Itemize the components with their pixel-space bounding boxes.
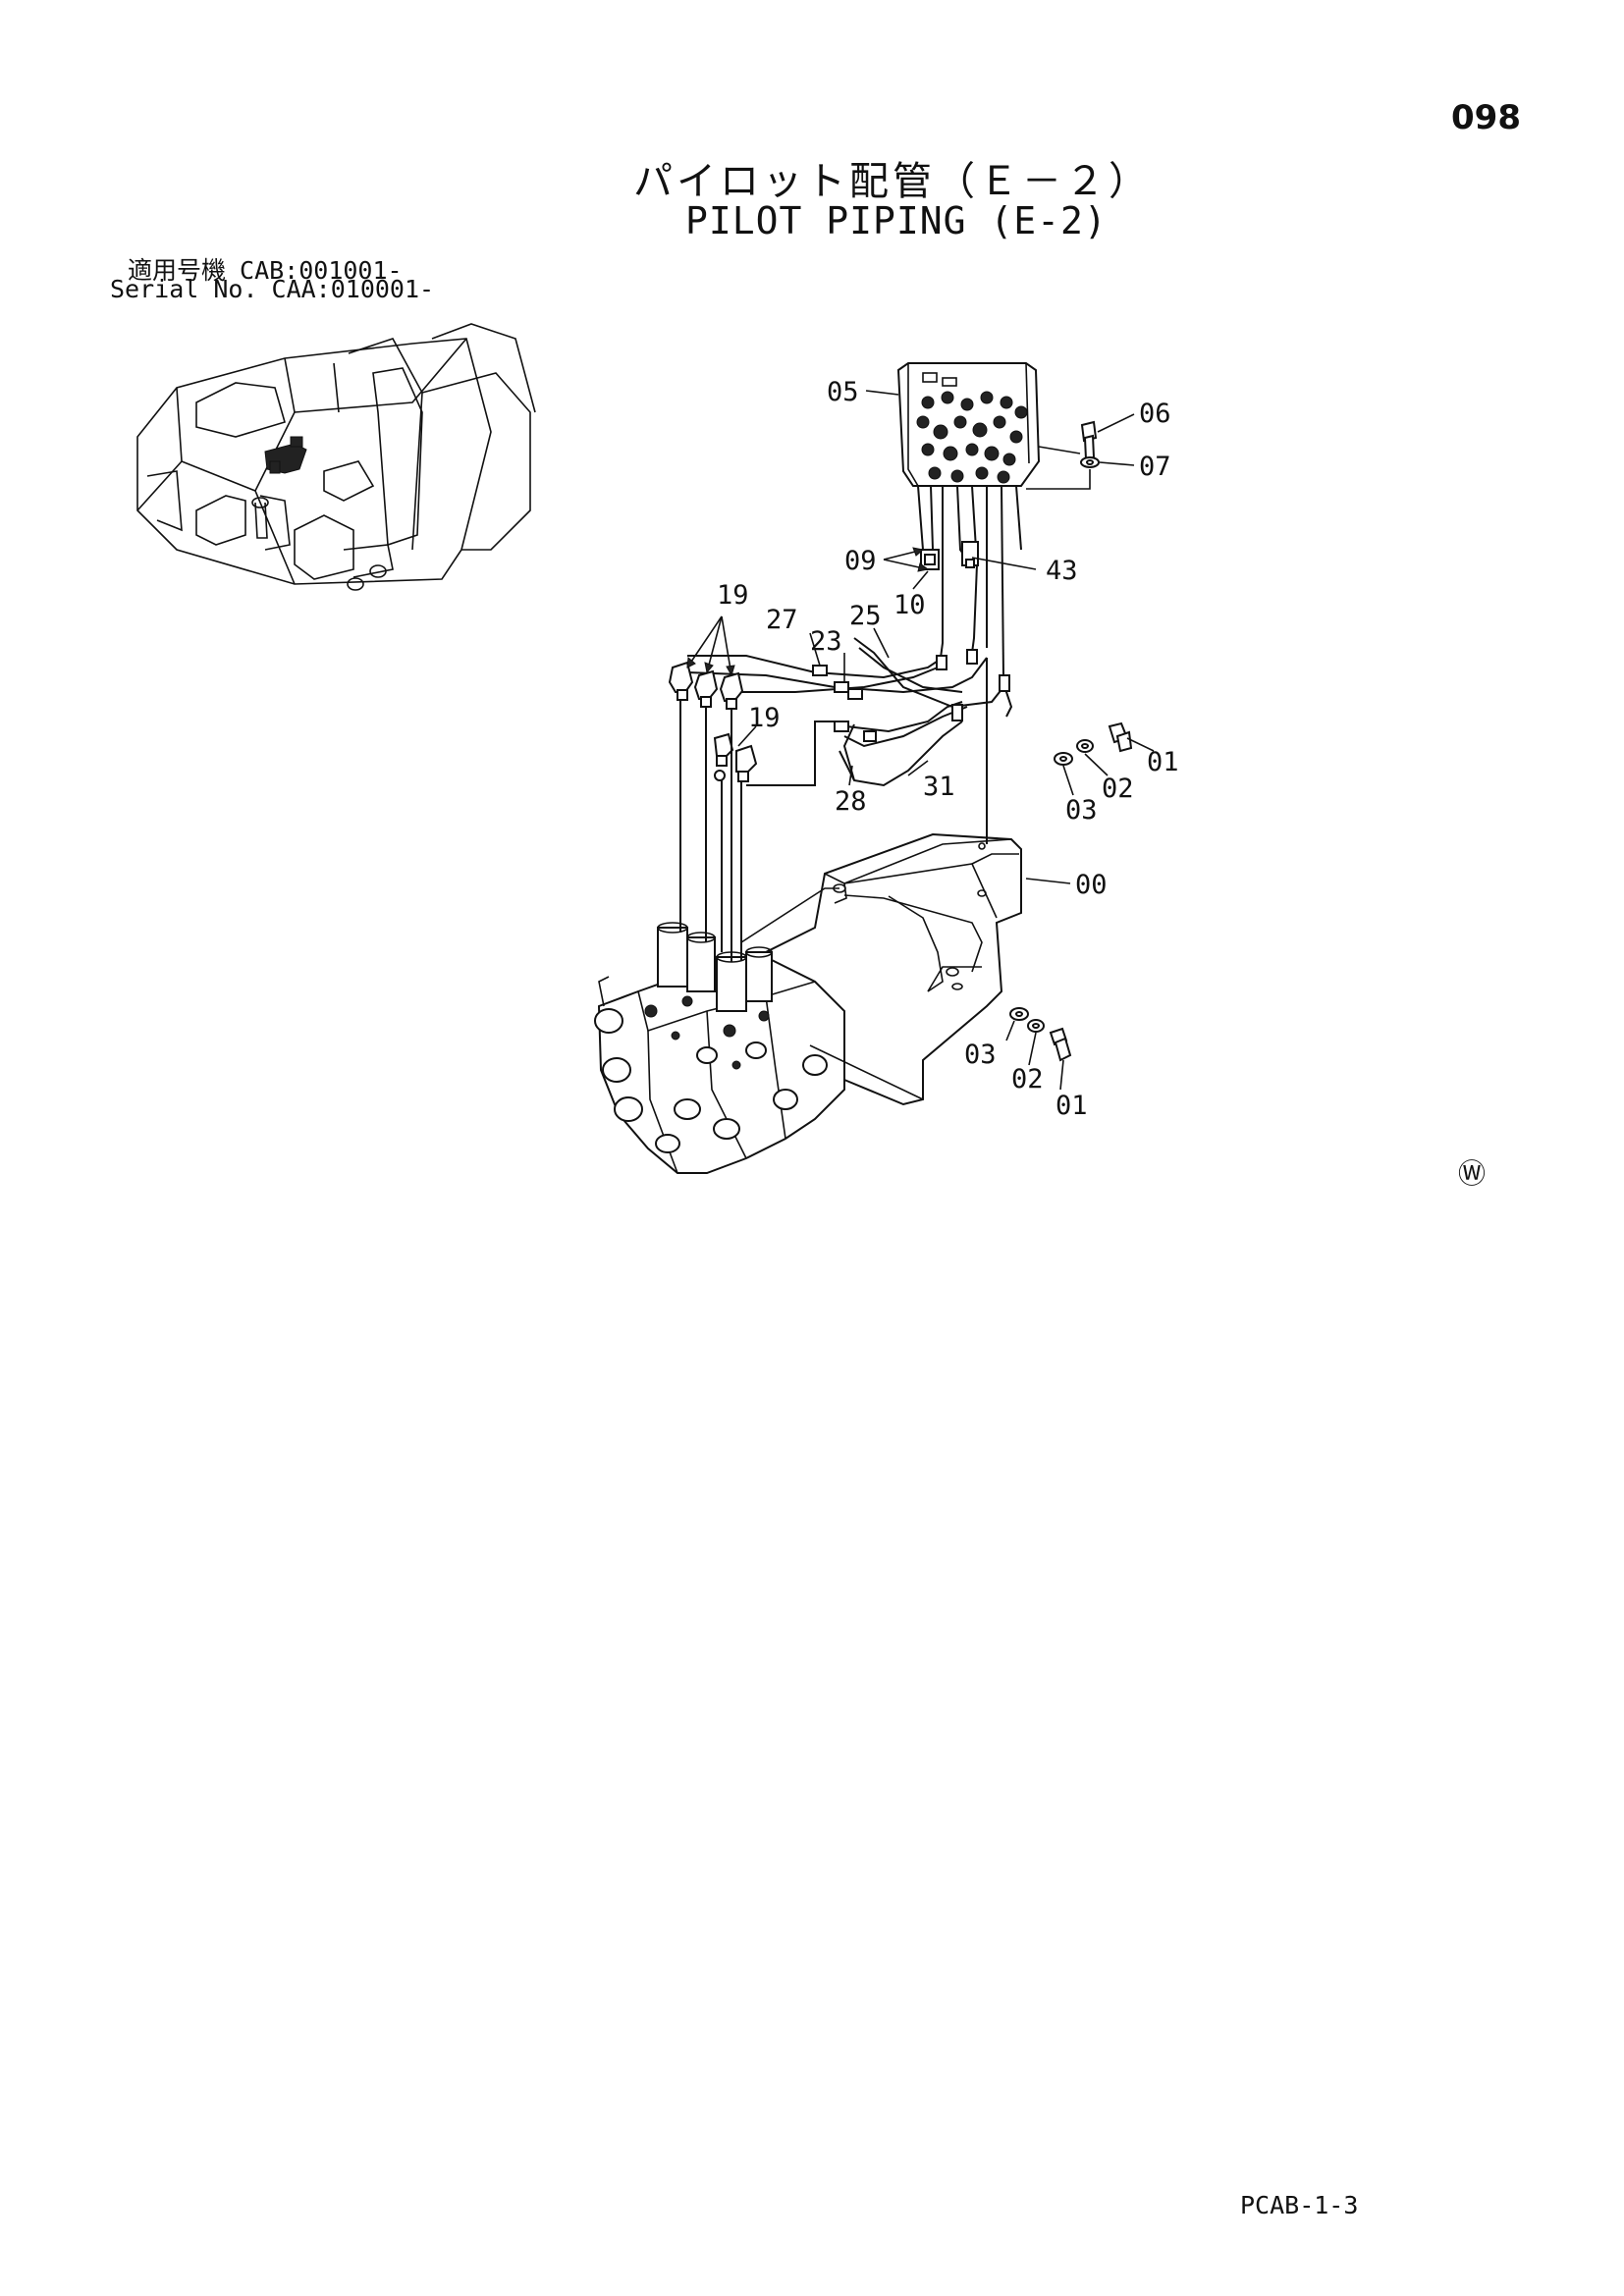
part-label: 03 (1065, 795, 1098, 826)
part-label: 31 (923, 772, 955, 802)
pilot-hoses (686, 485, 1022, 787)
part-label: 02 (1011, 1064, 1044, 1095)
pilot-lines-to-control-valve (679, 658, 988, 1100)
part-label: 10 (893, 590, 926, 620)
part-label: 00 (1075, 870, 1108, 900)
part-label: 27 (766, 605, 798, 635)
control-valve-assembly (594, 922, 845, 1174)
part-label: 05 (827, 377, 859, 407)
page-title-english: PILOT PIPING (E-2) (685, 199, 1108, 242)
circled-w-symbol: Ⓦ (1458, 1157, 1486, 1190)
serial-info-row: Serial No. CAA:010001- (110, 275, 434, 303)
bolt-and-washer-05-mount (1080, 420, 1100, 468)
pipe-fittings (812, 541, 1010, 742)
bolt-washer-set-upper (1054, 721, 1155, 796)
pilot-shutoff-valve-block (896, 362, 1041, 487)
page-title-japanese: パイロット配管（Ｅ－２） (633, 159, 1152, 204)
part-label: 43 (1046, 556, 1078, 586)
serial-label: Serial No. (110, 275, 258, 303)
part-label: 09 (844, 546, 877, 576)
part-label: 28 (835, 786, 867, 817)
part-label: 25 (849, 601, 882, 631)
elbow-fittings-19 (668, 661, 744, 710)
elbow-fittings-19-lower (713, 732, 758, 782)
serial-label: 適用号機 (128, 256, 227, 285)
part-label: 19 (748, 703, 781, 733)
leader-arrows (686, 547, 1037, 786)
page-code: PCAB-1-3 (1240, 2191, 1359, 2219)
part-label: 19 (717, 580, 749, 611)
bolt-washer-set-lower (1005, 1007, 1072, 1091)
part-label: 23 (810, 626, 842, 657)
valve-port-fittings (916, 391, 1028, 484)
serial-info-row: 適用号機 CAB:001001- (128, 251, 403, 287)
part-label: 02 (1102, 774, 1134, 804)
part-label: 01 (1056, 1091, 1088, 1121)
page-number: 098 (1451, 98, 1521, 137)
part-label: 07 (1139, 452, 1171, 482)
part-label: 03 (964, 1040, 997, 1070)
serial-value: CAA:010001- (271, 275, 435, 303)
serial-value: CAB:001001- (240, 256, 403, 285)
machine-locator-sketch (136, 323, 536, 591)
part-label: 06 (1139, 399, 1171, 429)
part-number-labels: 05 06 07 09 10 43 19 27 23 25 19 28 31 0… (717, 377, 1179, 1121)
part-label: 01 (1147, 747, 1179, 777)
